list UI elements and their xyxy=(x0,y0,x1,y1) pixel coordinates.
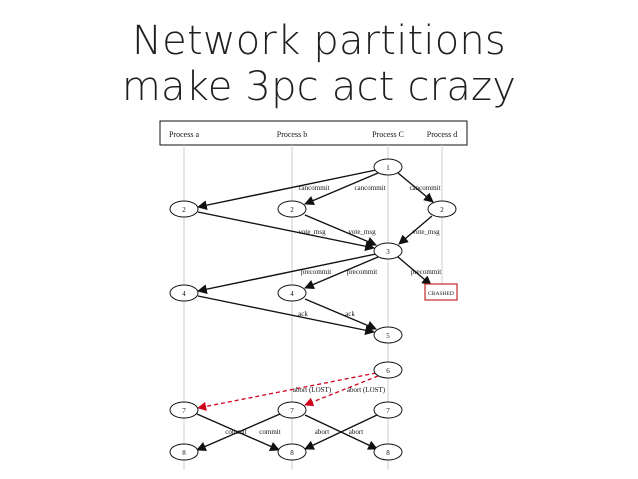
edge-abort-b-to-c8 xyxy=(304,414,378,450)
edge-cancommit-to-a xyxy=(197,169,377,211)
lifelines xyxy=(183,145,443,470)
label-precommit-a: precommit xyxy=(301,268,331,276)
process-label-d: Process d xyxy=(427,130,457,139)
node-label-c5: 5 xyxy=(386,332,390,340)
node-b2 xyxy=(277,200,307,218)
label-cancommit-a: cancommit xyxy=(298,184,329,192)
label-commit-a: commit xyxy=(225,428,246,436)
node-a2 xyxy=(169,200,199,218)
label-precommit-b: precommit xyxy=(347,268,377,276)
label-precommit-d: precommit xyxy=(411,268,441,276)
process-label-a: Process a xyxy=(169,130,199,139)
edge-commit-b-to-a8 xyxy=(196,413,281,451)
node-c1 xyxy=(373,158,403,176)
node-label-b8: 8 xyxy=(290,449,294,457)
node-b8 xyxy=(277,443,307,461)
lost-edges xyxy=(197,372,379,411)
node-label-b2: 2 xyxy=(290,206,294,214)
label-commit-b: commit xyxy=(259,428,280,436)
node-c8 xyxy=(373,443,403,461)
node-a7 xyxy=(169,401,199,419)
label-vote-b: vote_msg xyxy=(348,228,376,236)
node-label-a4: 4 xyxy=(182,290,186,298)
node-b7 xyxy=(277,401,307,419)
node-b4 xyxy=(277,284,307,302)
node-label-c3: 3 xyxy=(386,248,390,256)
edge-vote-from-d xyxy=(398,215,433,245)
node-label-c7: 7 xyxy=(386,407,390,415)
node-label-b4: 4 xyxy=(290,290,294,298)
process-label-b: Process b xyxy=(277,130,307,139)
node-label-a2: 2 xyxy=(182,206,186,214)
label-ack-b: ack xyxy=(345,310,355,318)
node-c3 xyxy=(373,242,403,260)
node-c7 xyxy=(373,401,403,419)
node-c6 xyxy=(373,361,403,379)
slide-title-line-2: make 3pc act crazy xyxy=(121,64,517,110)
node-labels: 1 2 2 2 3 4 4 5 6 7 7 7 8 8 8 xyxy=(182,164,444,457)
edge-cancommit-to-b xyxy=(304,172,379,206)
label-cancommit-b: cancommit xyxy=(354,184,385,192)
edge-abort-lost-to-b xyxy=(304,375,379,407)
node-label-c1: 1 xyxy=(386,164,390,172)
edge-precommit-to-b xyxy=(304,256,379,290)
edge-precommit-to-a xyxy=(197,253,377,295)
node-label-c8: 8 xyxy=(386,449,390,457)
node-a4 xyxy=(169,284,199,302)
label-abort-b: abort xyxy=(349,428,363,436)
process-header-box xyxy=(159,120,468,146)
edge-vote-from-b xyxy=(304,214,377,247)
node-label-b7: 7 xyxy=(290,407,294,415)
crashed-box xyxy=(424,283,458,301)
label-abort-lost-a: abort (LOST) xyxy=(293,386,332,394)
node-label-d2: 2 xyxy=(440,206,444,214)
label-vote-a: vote_msg xyxy=(298,228,326,236)
node-label-c6: 6 xyxy=(386,367,390,375)
label-cancommit-d: cancommit xyxy=(409,184,440,192)
label-vote-d: vote_msg xyxy=(412,228,440,236)
state-nodes xyxy=(169,158,457,461)
node-label-a8: 8 xyxy=(182,449,186,457)
edge-ack-from-b xyxy=(304,298,377,331)
label-abort-a: abort xyxy=(315,428,329,436)
edge-cancommit-to-d xyxy=(397,172,434,203)
node-label-a7: 7 xyxy=(182,407,186,415)
edge-abort-lost-to-a xyxy=(197,372,377,411)
process-label-c: Process C xyxy=(372,130,404,139)
edge-ack-from-a xyxy=(197,295,375,336)
edge-vote-from-a xyxy=(197,211,375,252)
slide-title-line-1: Network partitions xyxy=(132,18,506,64)
edge-precommit-to-d xyxy=(397,256,432,286)
label-ack-a: ack xyxy=(298,310,308,318)
label-abort-lost-b: abort (LOST) xyxy=(347,386,386,394)
node-d2 xyxy=(427,200,457,218)
node-c5 xyxy=(373,326,403,344)
message-edges xyxy=(196,169,434,451)
crashed-label: CRASHED xyxy=(428,291,454,297)
edge-labels: cancommit cancommit cancommit vote_msg v… xyxy=(225,184,441,436)
node-a8 xyxy=(169,443,199,461)
